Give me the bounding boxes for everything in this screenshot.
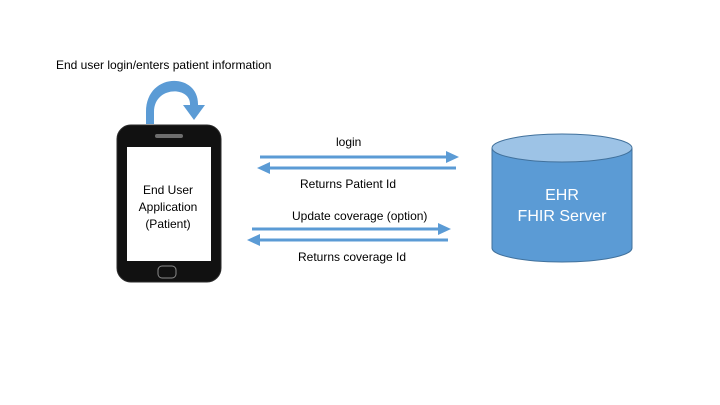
flow-label-returns-coverage-id: Returns coverage Id — [298, 250, 407, 264]
flow-arrow-login — [260, 151, 459, 163]
database-cylinder — [491, 133, 633, 263]
flow-arrow-returns-patient-id — [257, 162, 456, 174]
database-label: EHR FHIR Server — [492, 185, 632, 227]
phone-screen-label: End User Application (Patient) — [128, 182, 208, 233]
phone-label-line: (Patient) — [145, 217, 191, 231]
phone-label-line: End User — [142, 183, 194, 197]
flow-label-update-coverage: Update coverage (option) — [292, 209, 428, 223]
flow-arrow-update-coverage — [252, 223, 451, 235]
phone-speaker — [155, 134, 183, 138]
phone-label-line: Application — [138, 200, 198, 214]
flow-arrow-returns-coverage-id — [247, 234, 448, 246]
phone-home-button — [157, 265, 177, 279]
self-loop-arrow — [146, 80, 205, 124]
flow-label-login: login — [336, 135, 362, 149]
self-loop-label: End user login/enters patient informatio… — [56, 58, 272, 72]
database-label-line: EHR — [545, 187, 579, 204]
phone-screen — [127, 147, 211, 261]
flow-label-returns-patient-id: Returns Patient Id — [300, 177, 397, 191]
smartphone — [116, 124, 222, 283]
database-label-line: FHIR Server — [517, 208, 607, 225]
